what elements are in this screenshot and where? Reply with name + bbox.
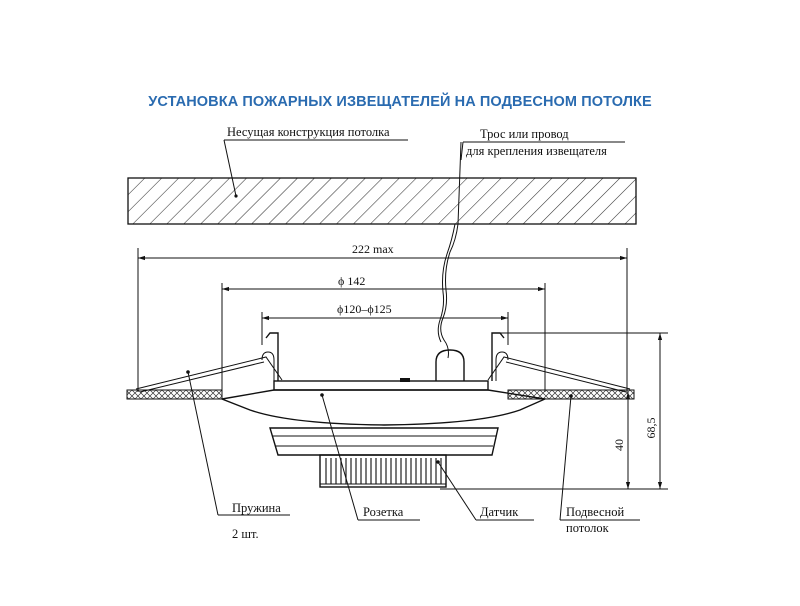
label-cable-line1: Трос или провод [480, 127, 569, 141]
suspended-ceiling [126, 389, 635, 400]
dim-height-total: 68,5 [644, 418, 658, 439]
springs [135, 356, 631, 393]
label-suspended-line2: потолок [566, 521, 610, 535]
label-spring-line1: Пружина [232, 501, 281, 515]
dim-diameter-outer: ϕ 142 [338, 274, 365, 288]
leader-lines [186, 139, 640, 521]
label-cable-line2: для крепления извещателя [466, 144, 607, 158]
dim-height-below: 40 [612, 439, 626, 451]
label-suspended-line1: Подвесной [566, 505, 624, 519]
detector [219, 332, 548, 488]
dim-overall: 222 max [352, 242, 394, 256]
label-sensor: Датчик [480, 505, 519, 519]
dim-diameter-hole: ϕ120–ϕ125 [337, 302, 392, 316]
label-ceiling-structure: Несущая конструкция потолка [227, 125, 390, 139]
ceiling-slab [127, 177, 637, 225]
diagram-title: УСТАНОВКА ПОЖАРНЫХ ИЗВЕЩАТЕЛЕЙ НА ПОДВЕС… [148, 94, 652, 110]
cable-wire [437, 141, 462, 359]
label-spring-line2: 2 шт. [232, 527, 259, 541]
label-socket: Розетка [363, 505, 404, 519]
dimension-lines [138, 255, 663, 489]
